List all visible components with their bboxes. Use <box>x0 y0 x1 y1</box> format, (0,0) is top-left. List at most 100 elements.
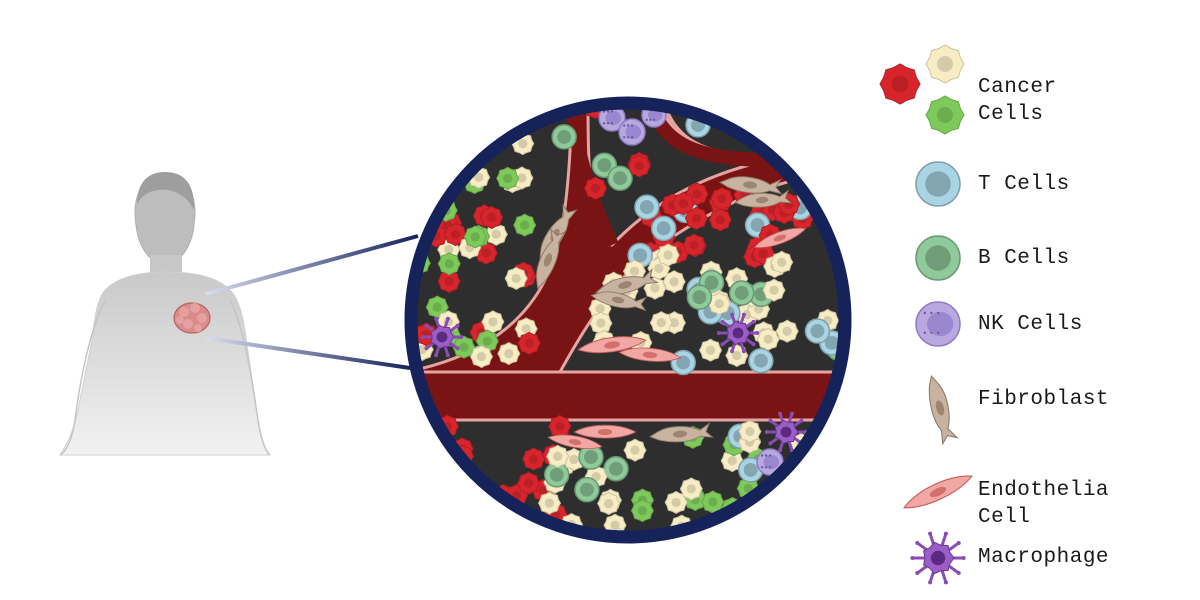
nk-cell <box>756 448 784 476</box>
fibroblast <box>649 422 714 443</box>
cancer-cell-green <box>630 499 654 523</box>
cancer-cell-yellow <box>481 310 505 334</box>
legend-label-b-cells: B Cells <box>978 247 1070 270</box>
cancer-cell-yellow <box>589 311 613 335</box>
cancer-cell-yellow <box>546 444 570 468</box>
cancer-cell-yellow <box>756 327 780 351</box>
t-cell-icon <box>915 161 961 207</box>
b-cell <box>543 462 570 488</box>
cancer-cell-red <box>411 119 432 143</box>
cancer-cell-red <box>710 187 734 211</box>
legend-label-cancer-cells: Cancer Cells <box>978 76 1057 126</box>
cancer-cell-red <box>517 471 541 495</box>
cancer-cell-yellow <box>656 243 680 267</box>
legend-label-endothelia-cell: Endothelia Cell <box>978 479 1110 529</box>
t-cell <box>804 318 831 344</box>
cancer-cell-green <box>411 180 431 205</box>
t-cell <box>634 194 660 220</box>
cancer-cell-red <box>427 103 451 122</box>
cancer-cell-red <box>522 447 546 471</box>
fibroblast-icon <box>928 374 959 446</box>
b-cell <box>551 124 577 150</box>
cancer-cell-green <box>463 225 487 249</box>
cancer-cell-yellow <box>497 342 521 366</box>
cancer-cell-yellow <box>762 278 786 302</box>
endothelia-cell <box>577 336 647 354</box>
cancer-cell-green <box>701 490 725 514</box>
cancer-cell-red <box>548 414 572 438</box>
nk-cell <box>598 104 626 132</box>
magnifier-ring <box>404 96 852 544</box>
cancer-cell-red <box>682 233 706 257</box>
cancer-cell-red <box>469 497 494 521</box>
vessel-segment <box>411 370 845 422</box>
cancer-cell-yellow <box>467 121 491 145</box>
cancer-cell-green <box>710 526 734 537</box>
legend-label-fibroblast: Fibroblast <box>978 388 1110 411</box>
b-cell <box>574 476 600 503</box>
nk-cell <box>618 118 646 146</box>
b-cell <box>603 456 629 482</box>
legend-label-nk-cells: NK Cells <box>978 313 1083 336</box>
t-cell <box>726 522 752 537</box>
cancer-cell-yellow <box>698 338 723 362</box>
cancer-cell-green <box>411 137 431 161</box>
cancer-cell-green <box>437 252 461 276</box>
cancer-cell-red <box>480 205 504 230</box>
cancer-cell-yellow <box>770 250 794 274</box>
cancer-cell-yellow <box>484 222 508 246</box>
legend-label-t-cells: T Cells <box>978 173 1070 196</box>
cancer-cell-red <box>684 206 708 230</box>
cancer-cell-red <box>627 154 651 178</box>
cancer-cell-red <box>430 462 454 487</box>
b-cell <box>607 165 633 191</box>
cancer-cell-yellow <box>664 490 688 514</box>
endothelia-cell-icon <box>903 475 973 509</box>
cancer-cell-green <box>513 213 537 237</box>
cancer-cell-yellow <box>738 419 762 444</box>
cancer-cell-red <box>708 208 732 232</box>
cancer-cell-green <box>496 166 520 190</box>
fibroblast <box>536 227 566 290</box>
macrophage <box>716 312 760 354</box>
legend <box>879 44 973 585</box>
human-figure <box>59 172 272 456</box>
b-cell <box>578 444 604 470</box>
cancer-cell-yellow <box>725 343 749 368</box>
cancer-cell-yellow <box>623 438 647 462</box>
cancer-cell-red <box>583 176 608 200</box>
cancer-cell-yellow <box>413 145 437 170</box>
cancer-cell-red <box>671 191 695 216</box>
zoom-line-lower <box>205 336 411 370</box>
cancer-cell-red <box>449 485 473 509</box>
endothelia-cell <box>753 227 807 248</box>
cancer-cell-yellow-icon <box>925 44 965 84</box>
cancer-cell-red <box>430 458 454 482</box>
endothelia-cell <box>547 434 603 449</box>
b-cell <box>686 284 713 310</box>
magnified-tissue <box>404 96 852 544</box>
cancer-cell-red <box>411 190 428 214</box>
cancer-cell-yellow <box>469 345 494 369</box>
legend-label-macrophage: Macrophage <box>978 546 1110 569</box>
cancer-cell-red <box>418 511 443 535</box>
t-cell <box>650 215 677 242</box>
macrophage <box>764 411 808 453</box>
b-cell-icon <box>915 235 961 281</box>
b-cell <box>728 280 755 306</box>
cancer-cell-green <box>425 295 449 319</box>
cancer-cell-red <box>441 480 465 504</box>
cell-clusters <box>411 103 845 537</box>
fibroblast <box>734 189 793 208</box>
cancer-cell-yellow <box>649 311 673 335</box>
endothelia-cell <box>573 424 637 439</box>
zoom-line-upper <box>205 234 419 296</box>
fibroblast <box>719 176 783 195</box>
cancer-cell-red <box>517 331 541 355</box>
cancer-cell-yellow <box>504 266 528 290</box>
cancer-cell-yellow <box>679 477 703 501</box>
cancer-cell-green-icon <box>925 95 965 135</box>
endothelia-cell <box>618 347 682 362</box>
cancer-cell-yellow <box>537 491 562 515</box>
